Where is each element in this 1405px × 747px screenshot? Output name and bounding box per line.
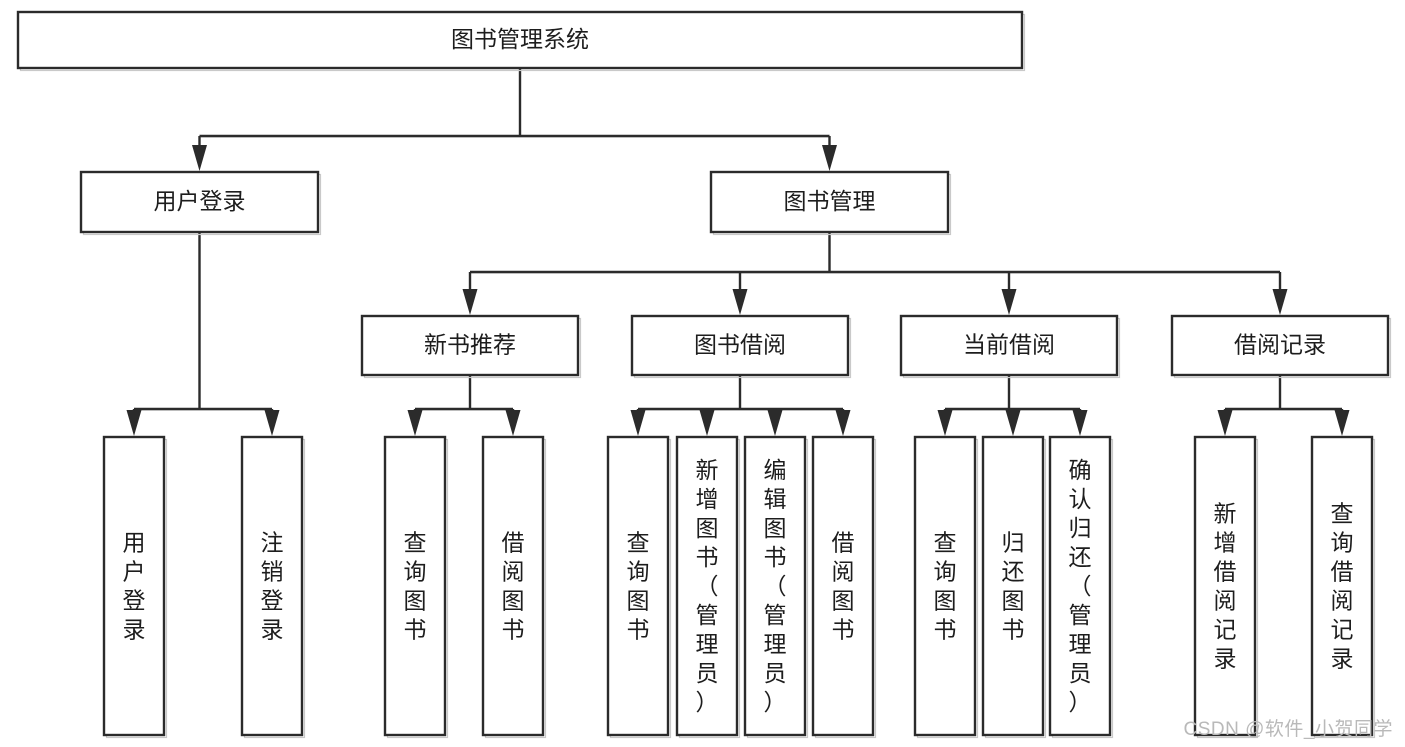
node-leaf-borrow-edit-book[interactable]: 编辑图书（管理员） bbox=[743, 435, 809, 739]
node-label: 借阅图书 bbox=[832, 530, 855, 643]
node-label: 用户登录 bbox=[123, 530, 146, 643]
node-box[interactable] bbox=[360, 314, 580, 377]
node-user-login[interactable]: 用户登录 bbox=[79, 170, 322, 236]
node-label: 归还图书 bbox=[1002, 530, 1025, 643]
node-leaf-cur-confirm-return[interactable]: 确认归还（管理员） bbox=[1048, 435, 1114, 739]
edge-group-book-borrow bbox=[630, 375, 851, 436]
node-leaf-rec-query-book[interactable]: 查询图书 bbox=[383, 435, 449, 739]
edge-group-root bbox=[192, 68, 837, 171]
node-label: 借阅记录 bbox=[1234, 332, 1326, 358]
node-leaf-rec-borrow-book[interactable]: 借阅图书 bbox=[481, 435, 547, 739]
node-box[interactable] bbox=[1193, 435, 1257, 737]
node-label: 查询借阅记录 bbox=[1331, 501, 1354, 672]
node-label: 图书管理系统 bbox=[451, 26, 589, 52]
node-leaf-rec-add-record[interactable]: 新增借阅记录 bbox=[1193, 435, 1259, 739]
edge-group-user-login bbox=[126, 232, 280, 436]
node-borrow-record[interactable]: 借阅记录 bbox=[1170, 314, 1392, 379]
nodes-layer: 图书管理系统用户登录图书管理新书推荐图书借阅当前借阅借阅记录用户登录注销登录查询… bbox=[16, 10, 1392, 739]
node-label: 图书借阅 bbox=[694, 332, 786, 358]
node-leaf-user-login[interactable]: 用户登录 bbox=[102, 435, 168, 739]
node-leaf-borrow-lend-book[interactable]: 借阅图书 bbox=[811, 435, 877, 739]
node-box[interactable] bbox=[16, 10, 1024, 70]
node-box[interactable] bbox=[913, 435, 977, 737]
node-box[interactable] bbox=[675, 435, 739, 737]
node-label: 查询图书 bbox=[627, 530, 650, 643]
edge-group-new-book-rec bbox=[407, 375, 521, 436]
node-book-manage[interactable]: 图书管理 bbox=[709, 170, 952, 236]
node-box[interactable] bbox=[1310, 435, 1374, 737]
node-box[interactable] bbox=[481, 435, 545, 737]
node-box[interactable] bbox=[709, 170, 950, 234]
node-leaf-borrow-add-book[interactable]: 新增图书（管理员） bbox=[675, 435, 741, 739]
node-leaf-rec-query-record[interactable]: 查询借阅记录 bbox=[1310, 435, 1376, 739]
node-box[interactable] bbox=[1048, 435, 1112, 737]
node-box[interactable] bbox=[630, 314, 850, 377]
node-current-borrow[interactable]: 当前借阅 bbox=[899, 314, 1121, 379]
node-root[interactable]: 图书管理系统 bbox=[16, 10, 1026, 72]
node-label: 新书推荐 bbox=[424, 332, 516, 358]
node-leaf-cur-query-book[interactable]: 查询图书 bbox=[913, 435, 979, 739]
node-label: 确认归还（管理员） bbox=[1069, 457, 1092, 715]
node-label: 图书管理 bbox=[784, 188, 876, 214]
node-box[interactable] bbox=[981, 435, 1045, 737]
node-label: 新增图书（管理员） bbox=[696, 457, 719, 715]
node-label: 注销登录 bbox=[261, 530, 284, 643]
node-leaf-cur-return-book[interactable]: 归还图书 bbox=[981, 435, 1047, 739]
node-book-borrow[interactable]: 图书借阅 bbox=[630, 314, 852, 379]
node-label: 查询图书 bbox=[404, 530, 427, 643]
node-box[interactable] bbox=[1170, 314, 1390, 377]
edge-group-borrow-record bbox=[1217, 375, 1350, 436]
node-box[interactable] bbox=[383, 435, 447, 737]
node-box[interactable] bbox=[102, 435, 166, 737]
node-label: 新增借阅记录 bbox=[1214, 501, 1237, 672]
edge-group-current-borrow bbox=[937, 375, 1088, 436]
node-label: 编辑图书（管理员） bbox=[764, 457, 787, 715]
node-new-book-rec[interactable]: 新书推荐 bbox=[360, 314, 582, 379]
edge-group-book-manage bbox=[462, 232, 1288, 315]
node-label: 用户登录 bbox=[154, 188, 246, 214]
node-label: 当前借阅 bbox=[963, 332, 1055, 358]
node-label: 借阅图书 bbox=[502, 530, 525, 643]
node-box[interactable] bbox=[743, 435, 807, 737]
node-leaf-user-logout[interactable]: 注销登录 bbox=[240, 435, 306, 739]
node-box[interactable] bbox=[240, 435, 304, 737]
node-box[interactable] bbox=[606, 435, 670, 737]
node-label: 查询图书 bbox=[934, 530, 957, 643]
node-box[interactable] bbox=[811, 435, 875, 737]
node-leaf-borrow-query-book[interactable]: 查询图书 bbox=[606, 435, 672, 739]
node-box[interactable] bbox=[79, 170, 320, 234]
edges-layer bbox=[126, 68, 1350, 436]
node-box[interactable] bbox=[899, 314, 1119, 377]
